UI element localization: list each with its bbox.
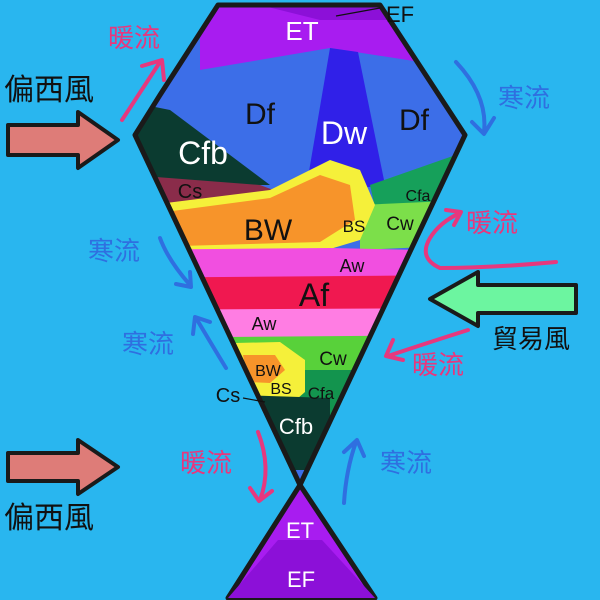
label-westerlies-north: 偏西風 <box>4 74 94 107</box>
label-westerlies-south: 偏西風 <box>4 502 94 535</box>
warm-current-arrow-se <box>384 328 470 362</box>
label-af: Af <box>299 277 329 313</box>
label-aw-south: Aw <box>252 314 278 334</box>
zone-aw-north <box>135 248 465 280</box>
southern-landmass <box>225 482 378 600</box>
label-cs-north: Cs <box>178 181 202 203</box>
trade-winds-arrow <box>428 270 578 328</box>
zone-af <box>135 275 465 312</box>
label-aw-north: Aw <box>340 256 366 276</box>
label-warm-current-nw: 暖流 <box>108 23 160 53</box>
label-cs-south: Cs <box>216 385 240 407</box>
label-warm-current-east: 暖流 <box>466 208 518 238</box>
label-cfb-north: Cfb <box>178 135 228 171</box>
zone-bw-north <box>165 175 355 246</box>
cold-current-arrow-south <box>342 438 366 505</box>
label-cw-south: Cw <box>319 349 347 370</box>
label-df-east: Df <box>399 104 430 137</box>
zone-bw-south <box>243 355 285 383</box>
label-cfa-south: Cfa <box>308 384 335 403</box>
label-bs-north: BS <box>343 217 366 236</box>
zone-dw <box>305 48 385 195</box>
westerlies-arrow-north <box>6 110 120 170</box>
cold-current-arrow-sw <box>191 315 228 370</box>
label-ef-south: EF <box>287 567 315 592</box>
label-bs-south: BS <box>270 381 291 398</box>
label-cold-current-sw: 寒流 <box>122 329 174 359</box>
label-cfb-south: Cfb <box>279 414 313 439</box>
label-bw-south: BW <box>255 363 282 380</box>
label-warm-current-se: 暖流 <box>412 350 464 380</box>
label-et-south: ET <box>286 518 314 543</box>
cold-current-arrow-ne <box>454 60 496 136</box>
label-cold-current-ne: 寒流 <box>498 83 550 113</box>
label-bw-north: BW <box>244 214 293 247</box>
label-et-north: ET <box>285 16 318 46</box>
label-trade-winds: 貿易風 <box>492 324 570 354</box>
label-cold-current-west: 寒流 <box>88 236 140 266</box>
warm-current-arrow-east <box>423 208 558 270</box>
label-cold-current-south: 寒流 <box>380 448 432 478</box>
label-ef-north: EF <box>386 2 414 27</box>
warm-current-arrow-nw <box>120 58 166 122</box>
label-cw-north: Cw <box>386 214 414 235</box>
label-warm-current-south: 暖流 <box>180 448 232 478</box>
label-cfa-north: Cfa <box>406 188 431 205</box>
label-dw: Dw <box>321 115 368 151</box>
zone-cfb-north <box>135 100 270 185</box>
cold-current-arrow-west <box>158 236 193 289</box>
warm-current-arrow-south <box>248 430 274 503</box>
westerlies-arrow-south <box>6 438 120 496</box>
label-df-west: Df <box>245 98 276 131</box>
northern-continent <box>135 5 465 485</box>
